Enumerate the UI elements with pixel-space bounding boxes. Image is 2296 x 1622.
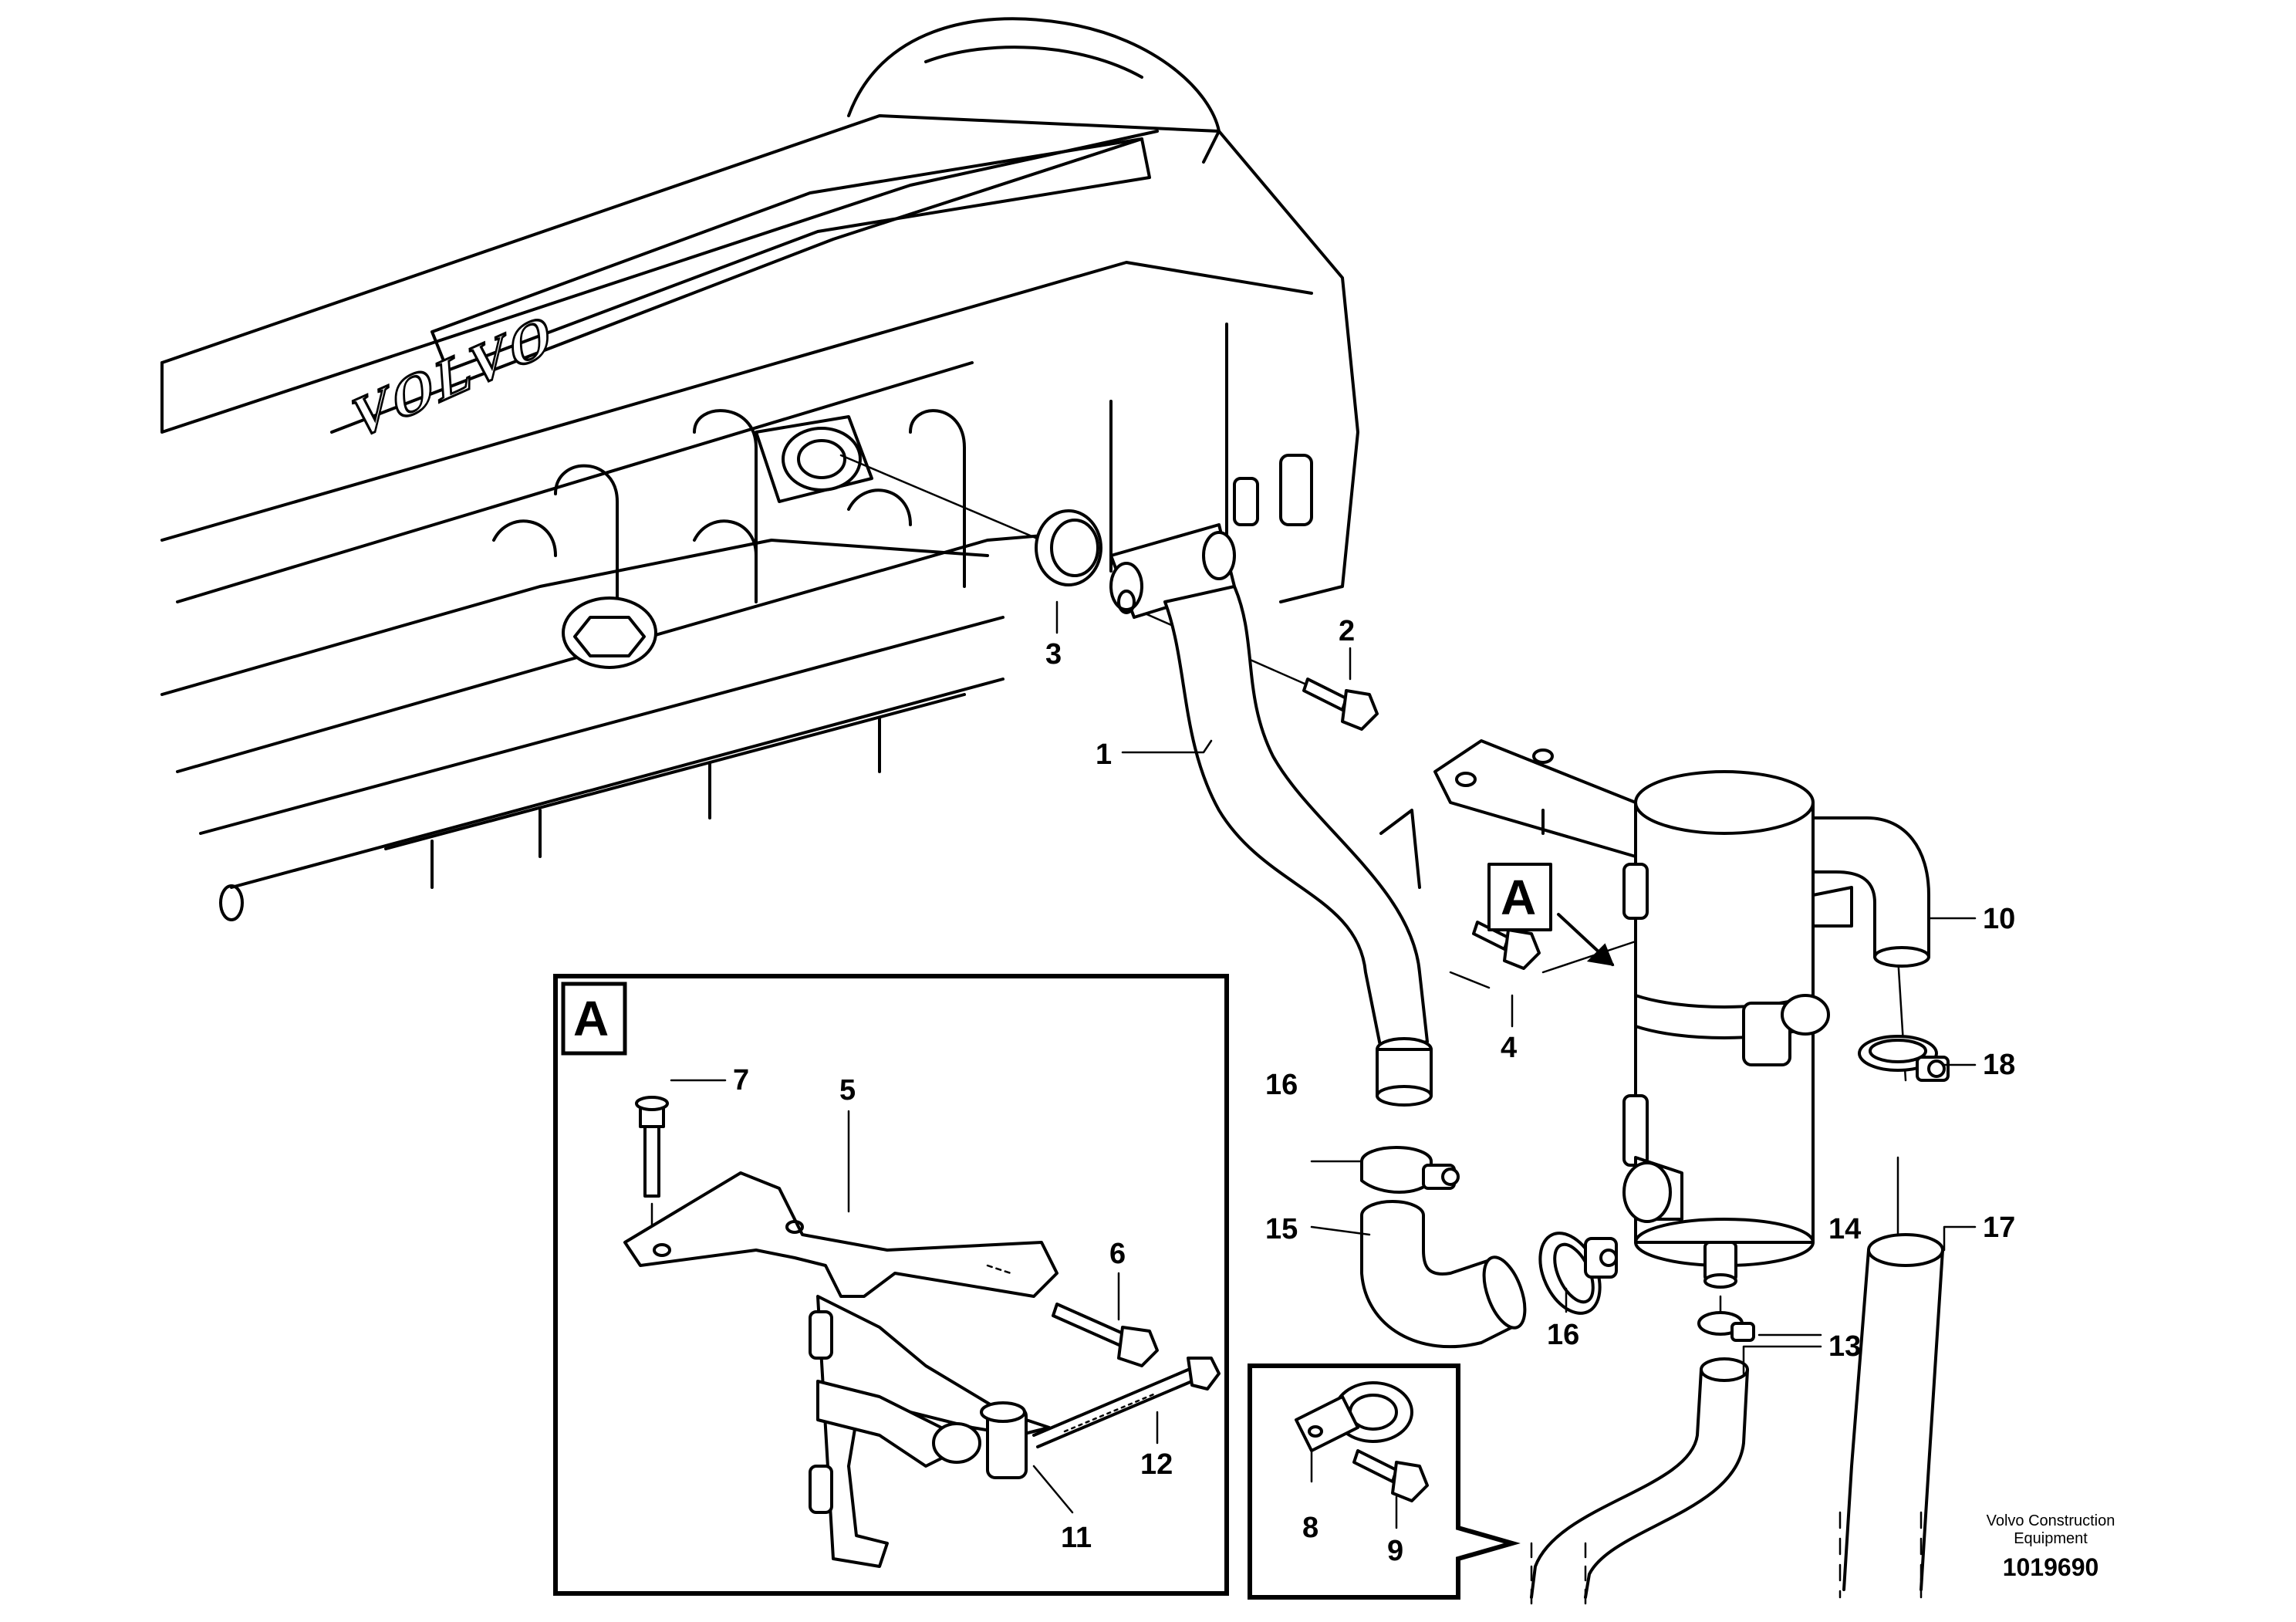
callout-2: 2 bbox=[1339, 615, 1355, 647]
hose-clamp-18 bbox=[1858, 1035, 1950, 1082]
oil-separator bbox=[1433, 739, 1930, 1289]
breather-pipe bbox=[1109, 523, 1433, 1107]
callout-labels: 1 2 3 4 5 6 7 8 9 10 11 12 13 14 15 16 1… bbox=[733, 615, 2015, 1567]
hose-13 bbox=[1530, 1357, 1749, 1607]
bolt-7 bbox=[635, 1096, 669, 1236]
callout-16-lower: 16 bbox=[1547, 1319, 1579, 1351]
hose-elbow-15 bbox=[1360, 1200, 1527, 1349]
callout-4: 4 bbox=[1501, 1032, 1517, 1064]
engine-valve-cover: VOLVO bbox=[160, 17, 1359, 921]
brand-line-1: Volvo Construction bbox=[1987, 1512, 2115, 1529]
bolt-9 bbox=[1352, 1449, 1429, 1502]
bolt-6 bbox=[1052, 1303, 1159, 1367]
hose-clamp-16-lower bbox=[1538, 1232, 1618, 1315]
seal-ring bbox=[1035, 509, 1102, 586]
callout-5: 5 bbox=[839, 1074, 856, 1107]
bracket-5 bbox=[623, 1171, 1059, 1298]
callout-7: 7 bbox=[733, 1064, 749, 1097]
callout-13: 13 bbox=[1828, 1330, 1861, 1363]
lower-bracket bbox=[809, 1295, 1051, 1568]
callout-9: 9 bbox=[1387, 1535, 1403, 1567]
svg-text:A: A bbox=[1501, 870, 1536, 925]
document-number: 1019690 bbox=[2003, 1553, 2099, 1581]
bolt-12 bbox=[1032, 1357, 1221, 1448]
callout-14: 14 bbox=[1828, 1213, 1861, 1245]
hose-17 bbox=[1838, 1233, 1944, 1599]
bolt-2 bbox=[1302, 678, 1379, 731]
bolt-4 bbox=[1472, 921, 1541, 970]
callout-1: 1 bbox=[1096, 738, 1112, 771]
brand-line-2: Equipment bbox=[2014, 1530, 2088, 1547]
callout-3: 3 bbox=[1045, 638, 1062, 671]
callout-6: 6 bbox=[1109, 1238, 1126, 1270]
callout-11: 11 bbox=[1061, 1522, 1092, 1554]
callout-leaders bbox=[670, 600, 1977, 1529]
callout-12: 12 bbox=[1140, 1448, 1173, 1481]
callout-18: 18 bbox=[1983, 1049, 2015, 1081]
svg-text:A: A bbox=[573, 991, 609, 1046]
callout-8: 8 bbox=[1302, 1512, 1319, 1544]
footer: Volvo Construction Equipment 1019690 bbox=[1987, 1512, 2115, 1581]
detail-box-a: A bbox=[553, 974, 1229, 1596]
callout-17: 17 bbox=[1983, 1211, 2015, 1244]
callout-16-upper: 16 bbox=[1265, 1069, 1298, 1101]
detail-marker-a: A bbox=[1487, 863, 1615, 966]
volvo-logo: VOLVO bbox=[351, 299, 556, 453]
detail-box-clip bbox=[1248, 1363, 1521, 1600]
p-clip-8 bbox=[1295, 1381, 1413, 1452]
hose-clamp-16-upper bbox=[1360, 1146, 1460, 1194]
callout-15: 15 bbox=[1265, 1213, 1298, 1245]
hose-clamp-14 bbox=[1697, 1311, 1755, 1342]
callout-10: 10 bbox=[1983, 903, 2015, 935]
